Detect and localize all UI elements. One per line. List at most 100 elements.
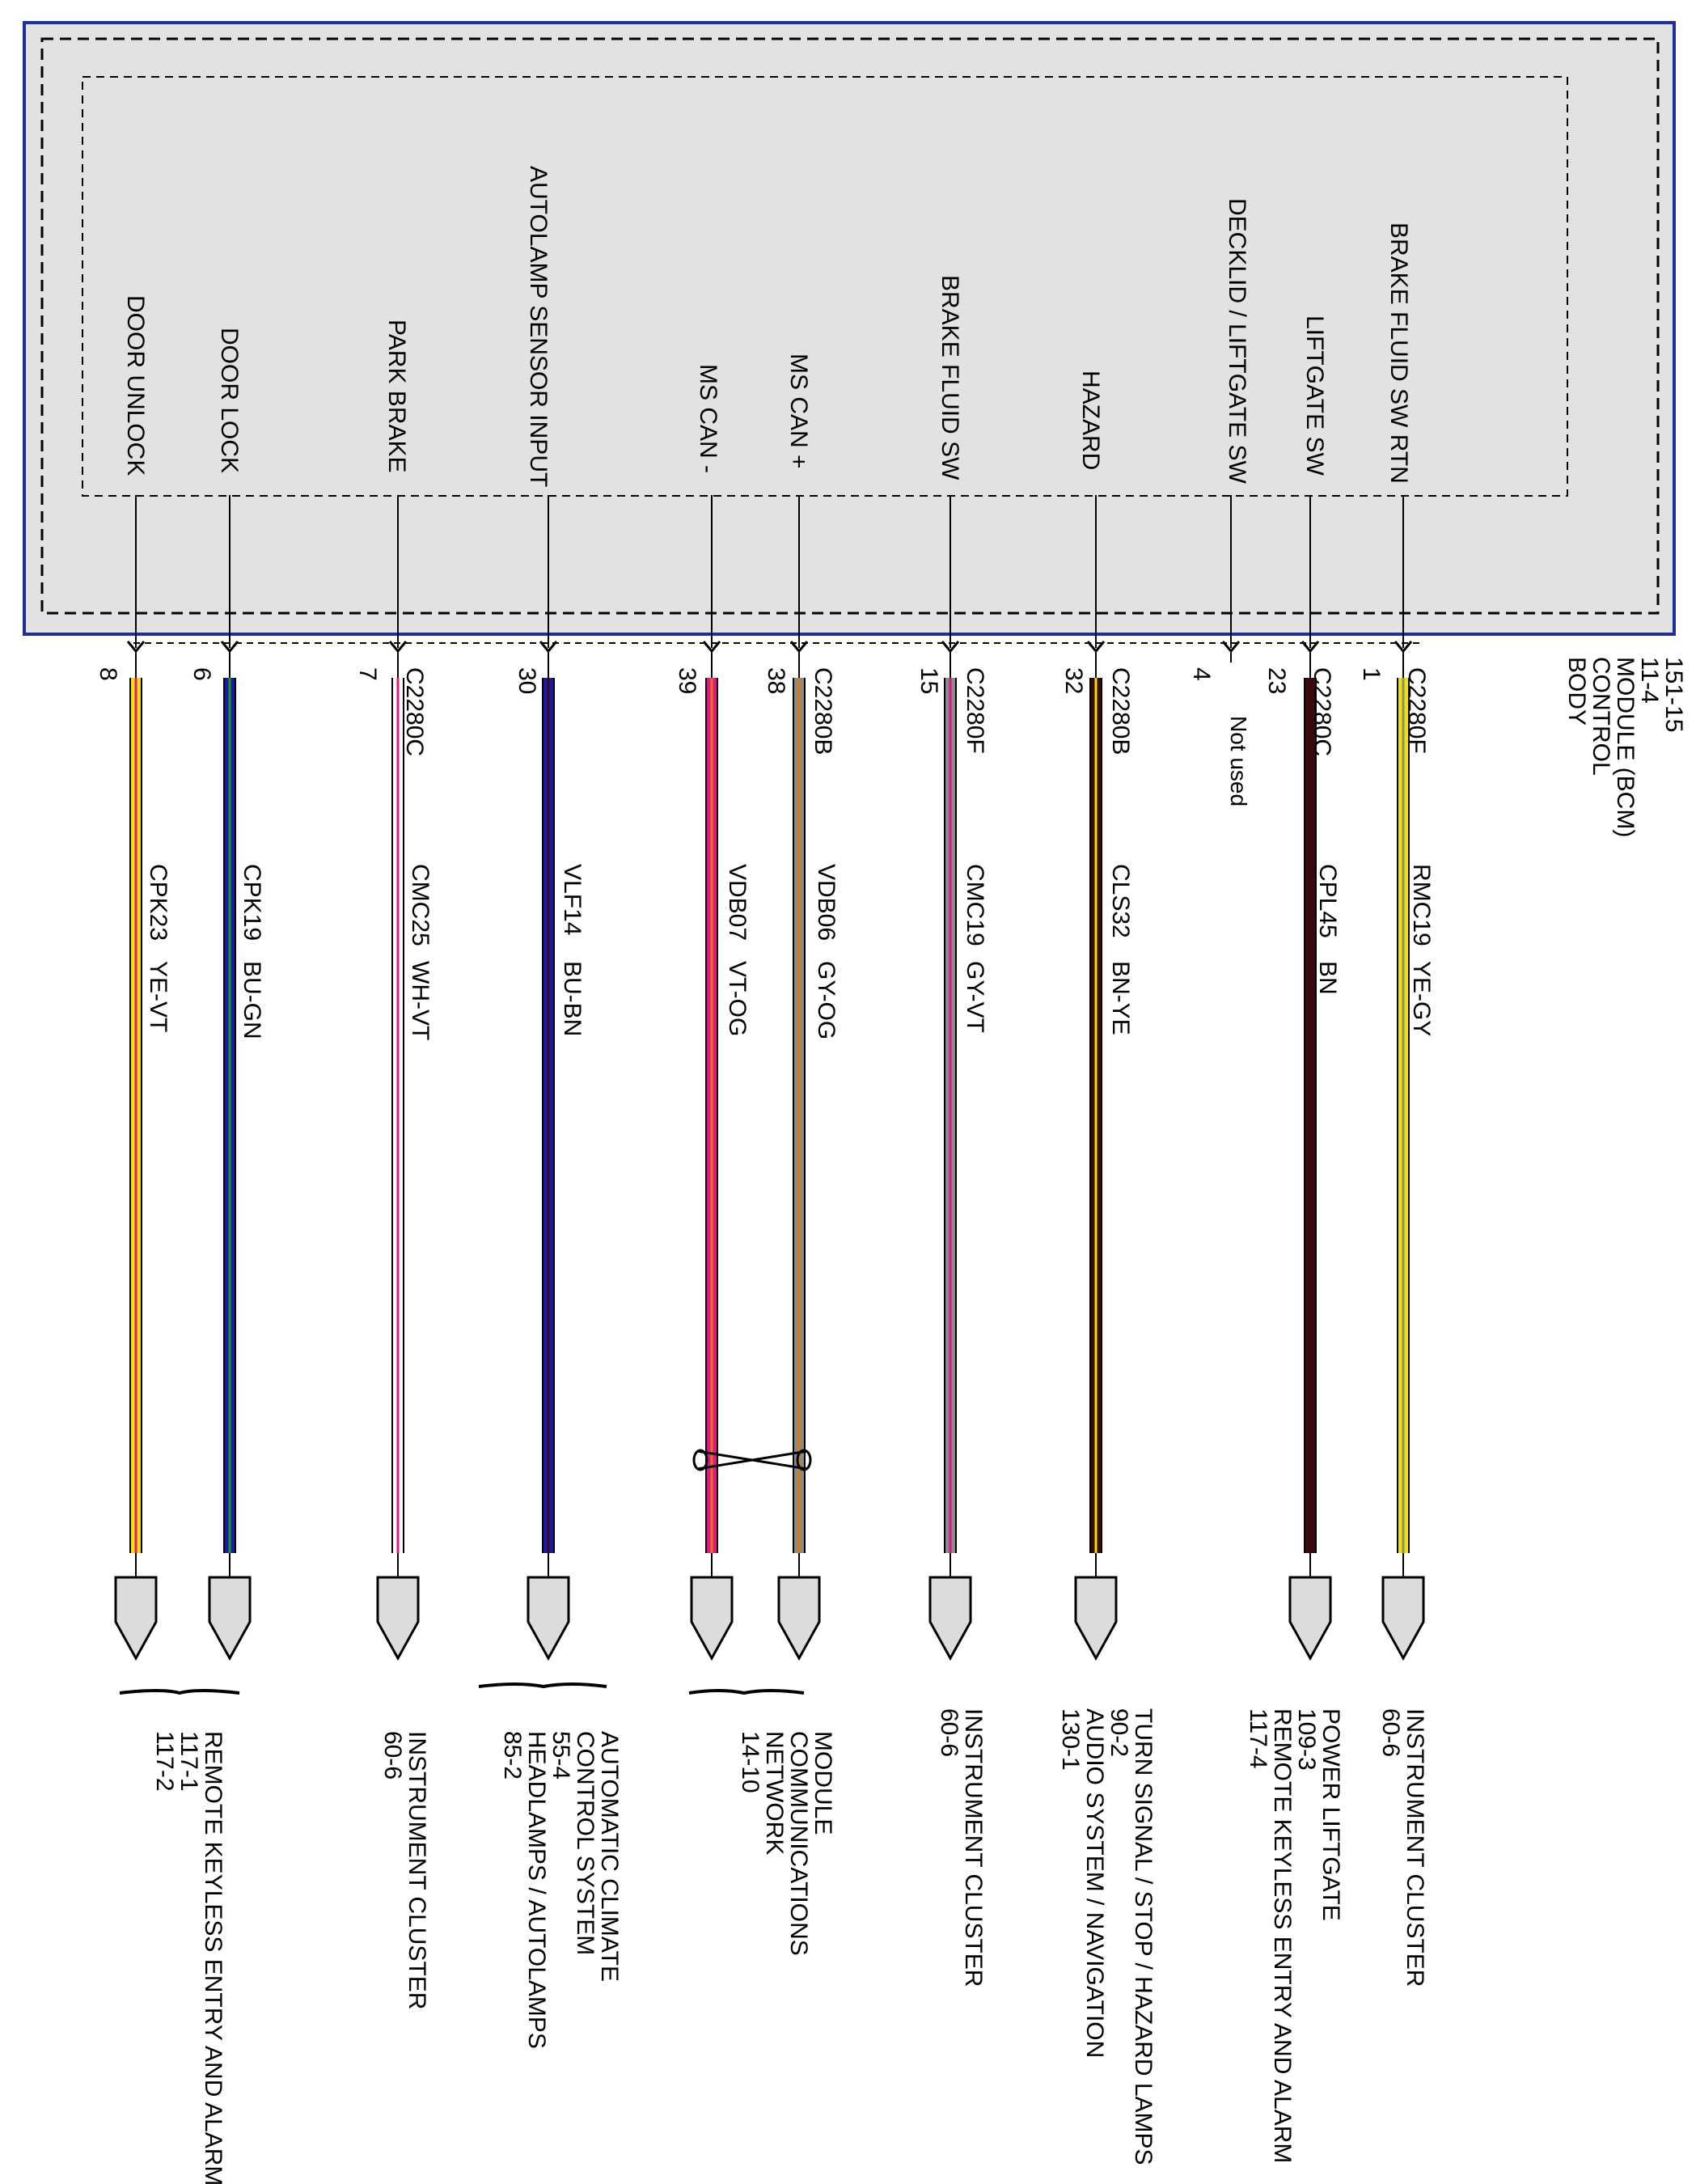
circuit-labels: RMC19 YE-GY CPL45 BN CLS32 BN-YE CMC19 G… bbox=[145, 864, 1435, 1040]
destination-autolamp: AUTOMATIC CLIMATE CONTROL SYSTEM 55-4 HE… bbox=[499, 1731, 623, 2049]
destination-4-line-3: AUDIO SYSTEM / NAVIGATION bbox=[1081, 1708, 1108, 2058]
wire-stripe-6 bbox=[797, 678, 801, 1553]
pin-number-9: 7 bbox=[354, 667, 381, 681]
wire-stripe-4 bbox=[1094, 678, 1098, 1553]
pin-number-6: 38 bbox=[763, 667, 789, 694]
circuit-7: VDB07 bbox=[724, 864, 751, 941]
wire-stripe-11 bbox=[134, 678, 137, 1553]
wire-color-6: GY-OG bbox=[813, 961, 840, 1039]
not-used-note: Not used bbox=[1226, 716, 1251, 806]
signal-label-6: MS CAN + bbox=[785, 353, 812, 469]
wire-color-8: BU-BN bbox=[559, 961, 586, 1036]
destination-connector-7 bbox=[690, 1576, 734, 1661]
destination-connector-11 bbox=[114, 1576, 158, 1661]
destination-1-line-2: 60-6 bbox=[1377, 1708, 1404, 1757]
signal-labels: BRAKE FLUID SW RTN LIFTGATE SW DECKLID /… bbox=[122, 166, 1412, 487]
module-name: BODY CONTROL MODULE (BCM) 11-4 151-15 bbox=[1563, 657, 1687, 837]
module-name-line-3: MODULE (BCM) bbox=[1612, 657, 1639, 837]
module-dashed-inner bbox=[82, 76, 1568, 497]
pin-number-2: 23 bbox=[1263, 667, 1290, 694]
module-name-line-5: 151-15 bbox=[1660, 657, 1687, 732]
circuit-5: CMC19 bbox=[962, 864, 988, 946]
destination-labels: INSTRUMENT CLUSTER 60-6 POWER LIFTGATE 1… bbox=[151, 1708, 1428, 2184]
destination-autolamp-line-2: CONTROL SYSTEM bbox=[572, 1731, 598, 1955]
wire-stripe-1 bbox=[1402, 678, 1405, 1553]
destination-can-line-1: MODULE bbox=[810, 1731, 836, 1835]
circuit-4: CLS32 bbox=[1107, 864, 1134, 938]
destination-connector-6 bbox=[777, 1576, 821, 1661]
wire-color-9: WH-VT bbox=[407, 961, 434, 1040]
circuit-11: CPK23 bbox=[145, 864, 171, 941]
pin-number-11: 8 bbox=[95, 667, 121, 681]
destination-2-line-3: REMOTE KEYLESS ENTRY AND ALARM bbox=[1269, 1708, 1296, 2163]
pin-number-5: 15 bbox=[916, 667, 942, 694]
signal-label-3: DECKLID / LIFTGATE SW bbox=[1224, 198, 1250, 485]
destination-can-line-3: NETWORK bbox=[761, 1731, 788, 1855]
signal-label-8: AUTOLAMP SENSOR INPUT bbox=[525, 166, 552, 487]
module-name-line-2: CONTROL bbox=[1588, 657, 1614, 776]
circuit-10: CPK19 bbox=[239, 864, 265, 941]
wire-stripe-10 bbox=[228, 678, 231, 1553]
signal-label-9: PARK BRAKE bbox=[383, 320, 410, 473]
destination-can-line-2: COMMUNICATIONS bbox=[785, 1731, 812, 1956]
wire-body-2 bbox=[1305, 678, 1315, 1553]
pin-number-1: 1 bbox=[1358, 667, 1385, 681]
destination-autolamp-line-5: 85-2 bbox=[499, 1731, 526, 1780]
pin-number-3: 4 bbox=[1188, 667, 1215, 681]
pin-labels: C2280F 1 C2280C 23 4 Not used C2280B 32 … bbox=[95, 667, 1430, 806]
circuit-2: CPL45 bbox=[1314, 864, 1341, 938]
pin-number-7: 39 bbox=[674, 667, 700, 694]
destination-connector-10 bbox=[208, 1576, 252, 1661]
destination-connector-4 bbox=[1074, 1576, 1118, 1661]
destination-2: POWER LIFTGATE 109-3 REMOTE KEYLESS ENTR… bbox=[1245, 1708, 1344, 2163]
wire-color-1: YE-GY bbox=[1408, 961, 1435, 1036]
destination-9-line-2: 60-6 bbox=[379, 1731, 406, 1780]
destination-connector-5 bbox=[928, 1576, 972, 1661]
destination-4-line-2: 90-2 bbox=[1106, 1708, 1132, 1757]
destination-2-line-1: POWER LIFTGATE bbox=[1317, 1708, 1344, 1921]
pin-number-10: 6 bbox=[188, 667, 215, 681]
destination-4-line-1: TURN SIGNAL / STOP / HAZARD LAMPS bbox=[1130, 1708, 1157, 2165]
connector-label-6: C2280B bbox=[810, 667, 836, 755]
signal-label-5: BRAKE FLUID SW bbox=[937, 275, 963, 480]
wire-color-10: BU-GN bbox=[239, 961, 265, 1039]
destination-1: INSTRUMENT CLUSTER 60-6 bbox=[1377, 1708, 1428, 1987]
signal-label-11: DOOR UNLOCK bbox=[122, 295, 149, 476]
destination-1-line-1: INSTRUMENT CLUSTER bbox=[1402, 1708, 1428, 1987]
wire-stripe-9 bbox=[396, 678, 400, 1553]
destination-connector-9 bbox=[376, 1576, 420, 1661]
destination-autolamp-line-4: HEADLAMPS / AUTOLAMPS bbox=[523, 1731, 550, 2049]
pin-number-8: 30 bbox=[514, 667, 540, 694]
circuit-1: RMC19 bbox=[1408, 864, 1435, 946]
signal-label-2: LIFTGATE SW bbox=[1301, 315, 1328, 476]
destination-4: TURN SIGNAL / STOP / HAZARD LAMPS 90-2 A… bbox=[1057, 1708, 1157, 2165]
destination-2-line-4: 117-4 bbox=[1245, 1708, 1271, 1769]
destination-connector-8 bbox=[527, 1576, 570, 1661]
group-braces bbox=[119, 1682, 805, 1695]
connector-label-4: C2280B bbox=[1107, 667, 1134, 755]
connector-label-9: C2280C bbox=[401, 667, 428, 756]
destination-doors-line-2: 117-1 bbox=[176, 1731, 202, 1792]
destination-2-line-2: 109-3 bbox=[1293, 1708, 1320, 1771]
destination-autolamp-line-3: 55-4 bbox=[548, 1731, 574, 1780]
wire-color-7: VT-OG bbox=[724, 961, 751, 1036]
destination-5-line-2: 60-6 bbox=[936, 1708, 962, 1757]
wire-color-2: BN bbox=[1314, 961, 1341, 995]
connector-label-1: C2280F bbox=[1403, 667, 1430, 754]
destination-doors-line-1: REMOTE KEYLESS ENTRY AND ALARM bbox=[200, 1731, 226, 2184]
wire-color-5: GY-VT bbox=[962, 961, 988, 1033]
destination-9-line-1: INSTRUMENT CLUSTER bbox=[404, 1731, 430, 2009]
destination-connector-2 bbox=[1288, 1576, 1332, 1661]
destination-doors: REMOTE KEYLESS ENTRY AND ALARM 117-1 117… bbox=[151, 1731, 226, 2184]
destination-can-line-4: 14-10 bbox=[737, 1731, 763, 1793]
destination-doors-line-3: 117-2 bbox=[151, 1731, 178, 1792]
connector-label-5: C2280F bbox=[962, 667, 988, 754]
module-name-line-1: BODY bbox=[1563, 657, 1590, 726]
destination-autolamp-line-1: AUTOMATIC CLIMATE bbox=[596, 1731, 623, 1982]
connector-label-2: C2280C bbox=[1309, 667, 1335, 756]
signal-label-7: MS CAN - bbox=[695, 364, 721, 473]
wires-group bbox=[114, 495, 1425, 1661]
pin-number-4: 32 bbox=[1060, 667, 1087, 694]
module-outer-box bbox=[23, 21, 1676, 636]
